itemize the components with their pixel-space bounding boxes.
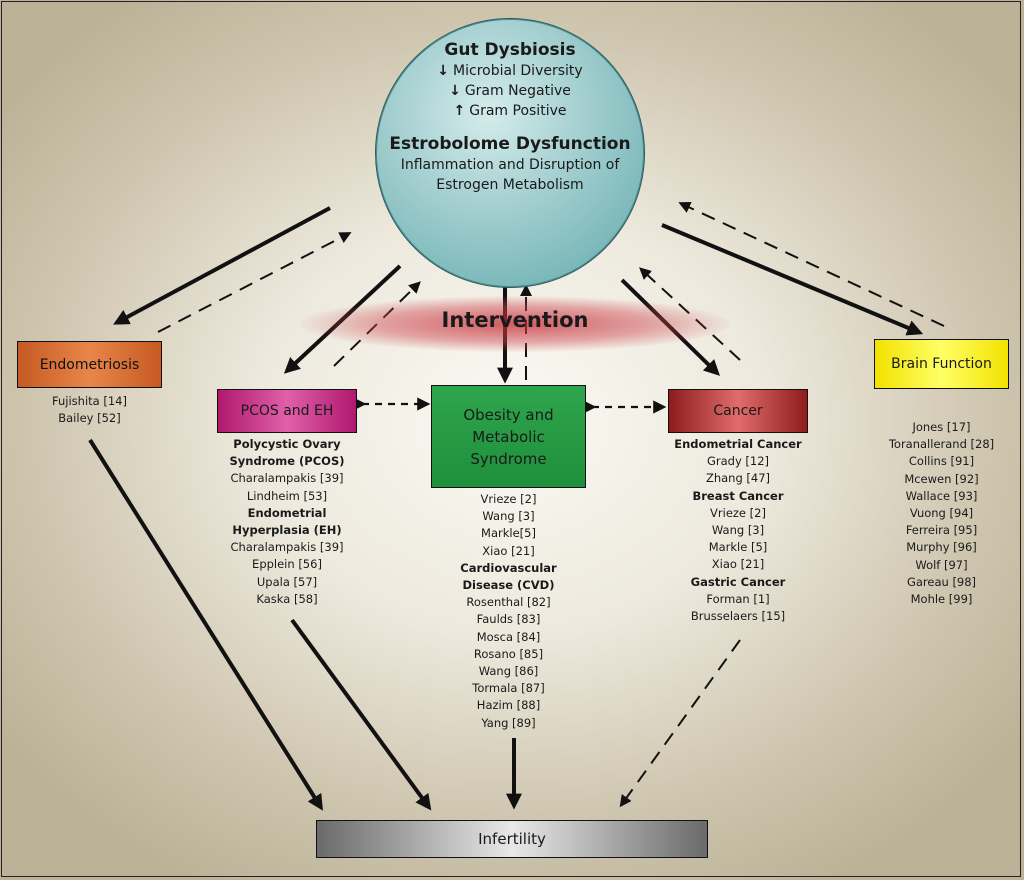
hub-description-line-2: Estrogen Metabolism bbox=[436, 177, 584, 193]
reference-item: Rosano [85] bbox=[473, 646, 544, 661]
reference-item: Xiao [21] bbox=[482, 543, 535, 558]
arrow-hub-to-brain bbox=[661, 223, 924, 336]
arrow-brain-to-hub bbox=[678, 201, 945, 327]
reference-heading: Disease (CVD) bbox=[462, 578, 555, 593]
reference-item: Yang [89] bbox=[481, 715, 536, 730]
reference-item: Charalampakis [39] bbox=[230, 471, 344, 486]
infertility-label: Infertility bbox=[478, 830, 546, 848]
endometriosis-node: Endometriosis bbox=[17, 341, 162, 388]
obesity-references: Vrieze [2] Wang [3] Markle[5] Xiao [21] Card… bbox=[431, 491, 586, 732]
reference-item: Mosca [84] bbox=[476, 629, 541, 644]
reference-item: Bailey [52] bbox=[58, 411, 121, 426]
intervention-glow bbox=[300, 296, 730, 352]
arrow-endometriosis-to-hub bbox=[157, 232, 352, 333]
reference-heading: Polycystic Ovary bbox=[233, 437, 341, 451]
reference-item: Markle [5] bbox=[708, 540, 768, 555]
reference-item: Vrieze [2] bbox=[710, 505, 766, 520]
reference-item: Zhang [47] bbox=[705, 471, 771, 486]
hub-effect-text: Gram Positive bbox=[469, 103, 567, 119]
reference-item: Mohle [99] bbox=[910, 592, 973, 607]
reference-item: Wang [3] bbox=[711, 523, 765, 538]
reference-item: Brusselaers [15] bbox=[690, 609, 786, 624]
arrow-pcos-to-infertility bbox=[290, 618, 432, 811]
arrow-endometriosis-to-infertility bbox=[88, 438, 323, 811]
arrow-down-icon: ↓ bbox=[437, 63, 450, 79]
reference-item: Forman [1] bbox=[706, 591, 770, 606]
reference-item: Toranallerand [28] bbox=[888, 437, 995, 452]
hub-description-line-1: Inflammation and Disruption of bbox=[400, 157, 620, 173]
arrow-up-icon: ↑ bbox=[453, 103, 466, 119]
reference-item: Kaska [58] bbox=[256, 591, 318, 606]
reference-item: Mcewen [92] bbox=[904, 471, 979, 486]
reference-item: Vrieze [2] bbox=[480, 492, 537, 506]
reference-heading: Hyperplasia (EH) bbox=[232, 523, 342, 538]
arrow-down-icon: ↓ bbox=[449, 83, 461, 99]
reference-item: Wolf [97] bbox=[915, 557, 968, 572]
reference-item: Wang [86] bbox=[478, 664, 539, 679]
reference-item: Charalampakis [39] bbox=[230, 540, 344, 555]
reference-item: Gareau [98] bbox=[906, 574, 977, 589]
reference-item: Lindheim [53] bbox=[246, 488, 328, 503]
brain-function-node: Brain Function bbox=[874, 339, 1009, 389]
reference-item: Murphy [96] bbox=[906, 540, 977, 555]
reference-heading: Endometrial bbox=[247, 505, 327, 520]
hub-effect-line: ↑Gram Positive bbox=[376, 101, 644, 121]
reference-item: Collins [91] bbox=[908, 454, 975, 469]
reference-heading: Syndrome (PCOS) bbox=[229, 454, 345, 469]
reference-item: Wang [3] bbox=[482, 509, 535, 524]
endometriosis-references: Fujishita [14] Bailey [52] bbox=[17, 393, 162, 427]
pcos-label: PCOS and EH bbox=[240, 403, 334, 419]
intervention-label: Intervention bbox=[441, 308, 589, 332]
reference-heading: Breast Cancer bbox=[692, 488, 784, 503]
hub-effect-line: ↓Gram Negative bbox=[376, 81, 644, 101]
reference-item: Markle[5] bbox=[481, 526, 536, 541]
reference-item: Xiao [21] bbox=[711, 557, 765, 572]
brain-function-label: Brain Function bbox=[891, 356, 992, 372]
reference-item: Grady [12] bbox=[706, 454, 770, 469]
hub-effect-text: Microbial Diversity bbox=[453, 63, 583, 79]
reference-heading: Gastric Cancer bbox=[690, 574, 786, 589]
hub-effect-list: ↓Microbial Diversity↓Gram Negative↑Gram … bbox=[376, 61, 644, 121]
reference-item: Vuong [94] bbox=[909, 506, 974, 521]
cancer-node: Cancer bbox=[668, 389, 808, 433]
reference-heading: Endometrial Cancer bbox=[674, 437, 802, 451]
reference-item: Hazim [88] bbox=[476, 698, 541, 713]
infertility-node: Infertility bbox=[316, 820, 708, 858]
reference-item: Ferreira [95] bbox=[905, 523, 978, 538]
arrow-hub-to-endometriosis bbox=[113, 206, 331, 325]
hub-effect-text: Gram Negative bbox=[464, 83, 571, 99]
hub-subtitle: Estrobolome Dysfunction bbox=[389, 134, 631, 154]
reference-item: Upala [57] bbox=[256, 574, 318, 589]
reference-item: Rosenthal [82] bbox=[466, 595, 551, 610]
reference-item: Wallace [93] bbox=[905, 488, 978, 503]
reference-item: Faulds [83] bbox=[476, 612, 541, 627]
pcos-node: PCOS and EH bbox=[217, 389, 357, 433]
reference-item: Fujishita [14] bbox=[52, 394, 127, 408]
gut-dysbiosis-hub: Gut Dysbiosis ↓Microbial Diversity↓Gram … bbox=[375, 18, 645, 288]
reference-item: Tormala [87] bbox=[472, 681, 545, 696]
reference-heading: Cardiovascular bbox=[460, 560, 557, 575]
obesity-label: Obesity and Metabolic Syndrome bbox=[463, 405, 554, 468]
brain-function-references: Jones [17] Toranallerand [28] Collins [91]… bbox=[864, 419, 1019, 608]
obesity-node: Obesity and Metabolic Syndrome bbox=[431, 385, 586, 488]
hub-effect-line: ↓Microbial Diversity bbox=[376, 61, 644, 81]
endometriosis-label: Endometriosis bbox=[39, 356, 140, 373]
arrow-cancer-to-infertility bbox=[619, 639, 741, 808]
hub-title: Gut Dysbiosis bbox=[444, 40, 576, 60]
cancer-label: Cancer bbox=[713, 403, 763, 419]
reference-item: Jones [17] bbox=[912, 420, 971, 434]
reference-item: Epplein [56] bbox=[252, 557, 322, 572]
